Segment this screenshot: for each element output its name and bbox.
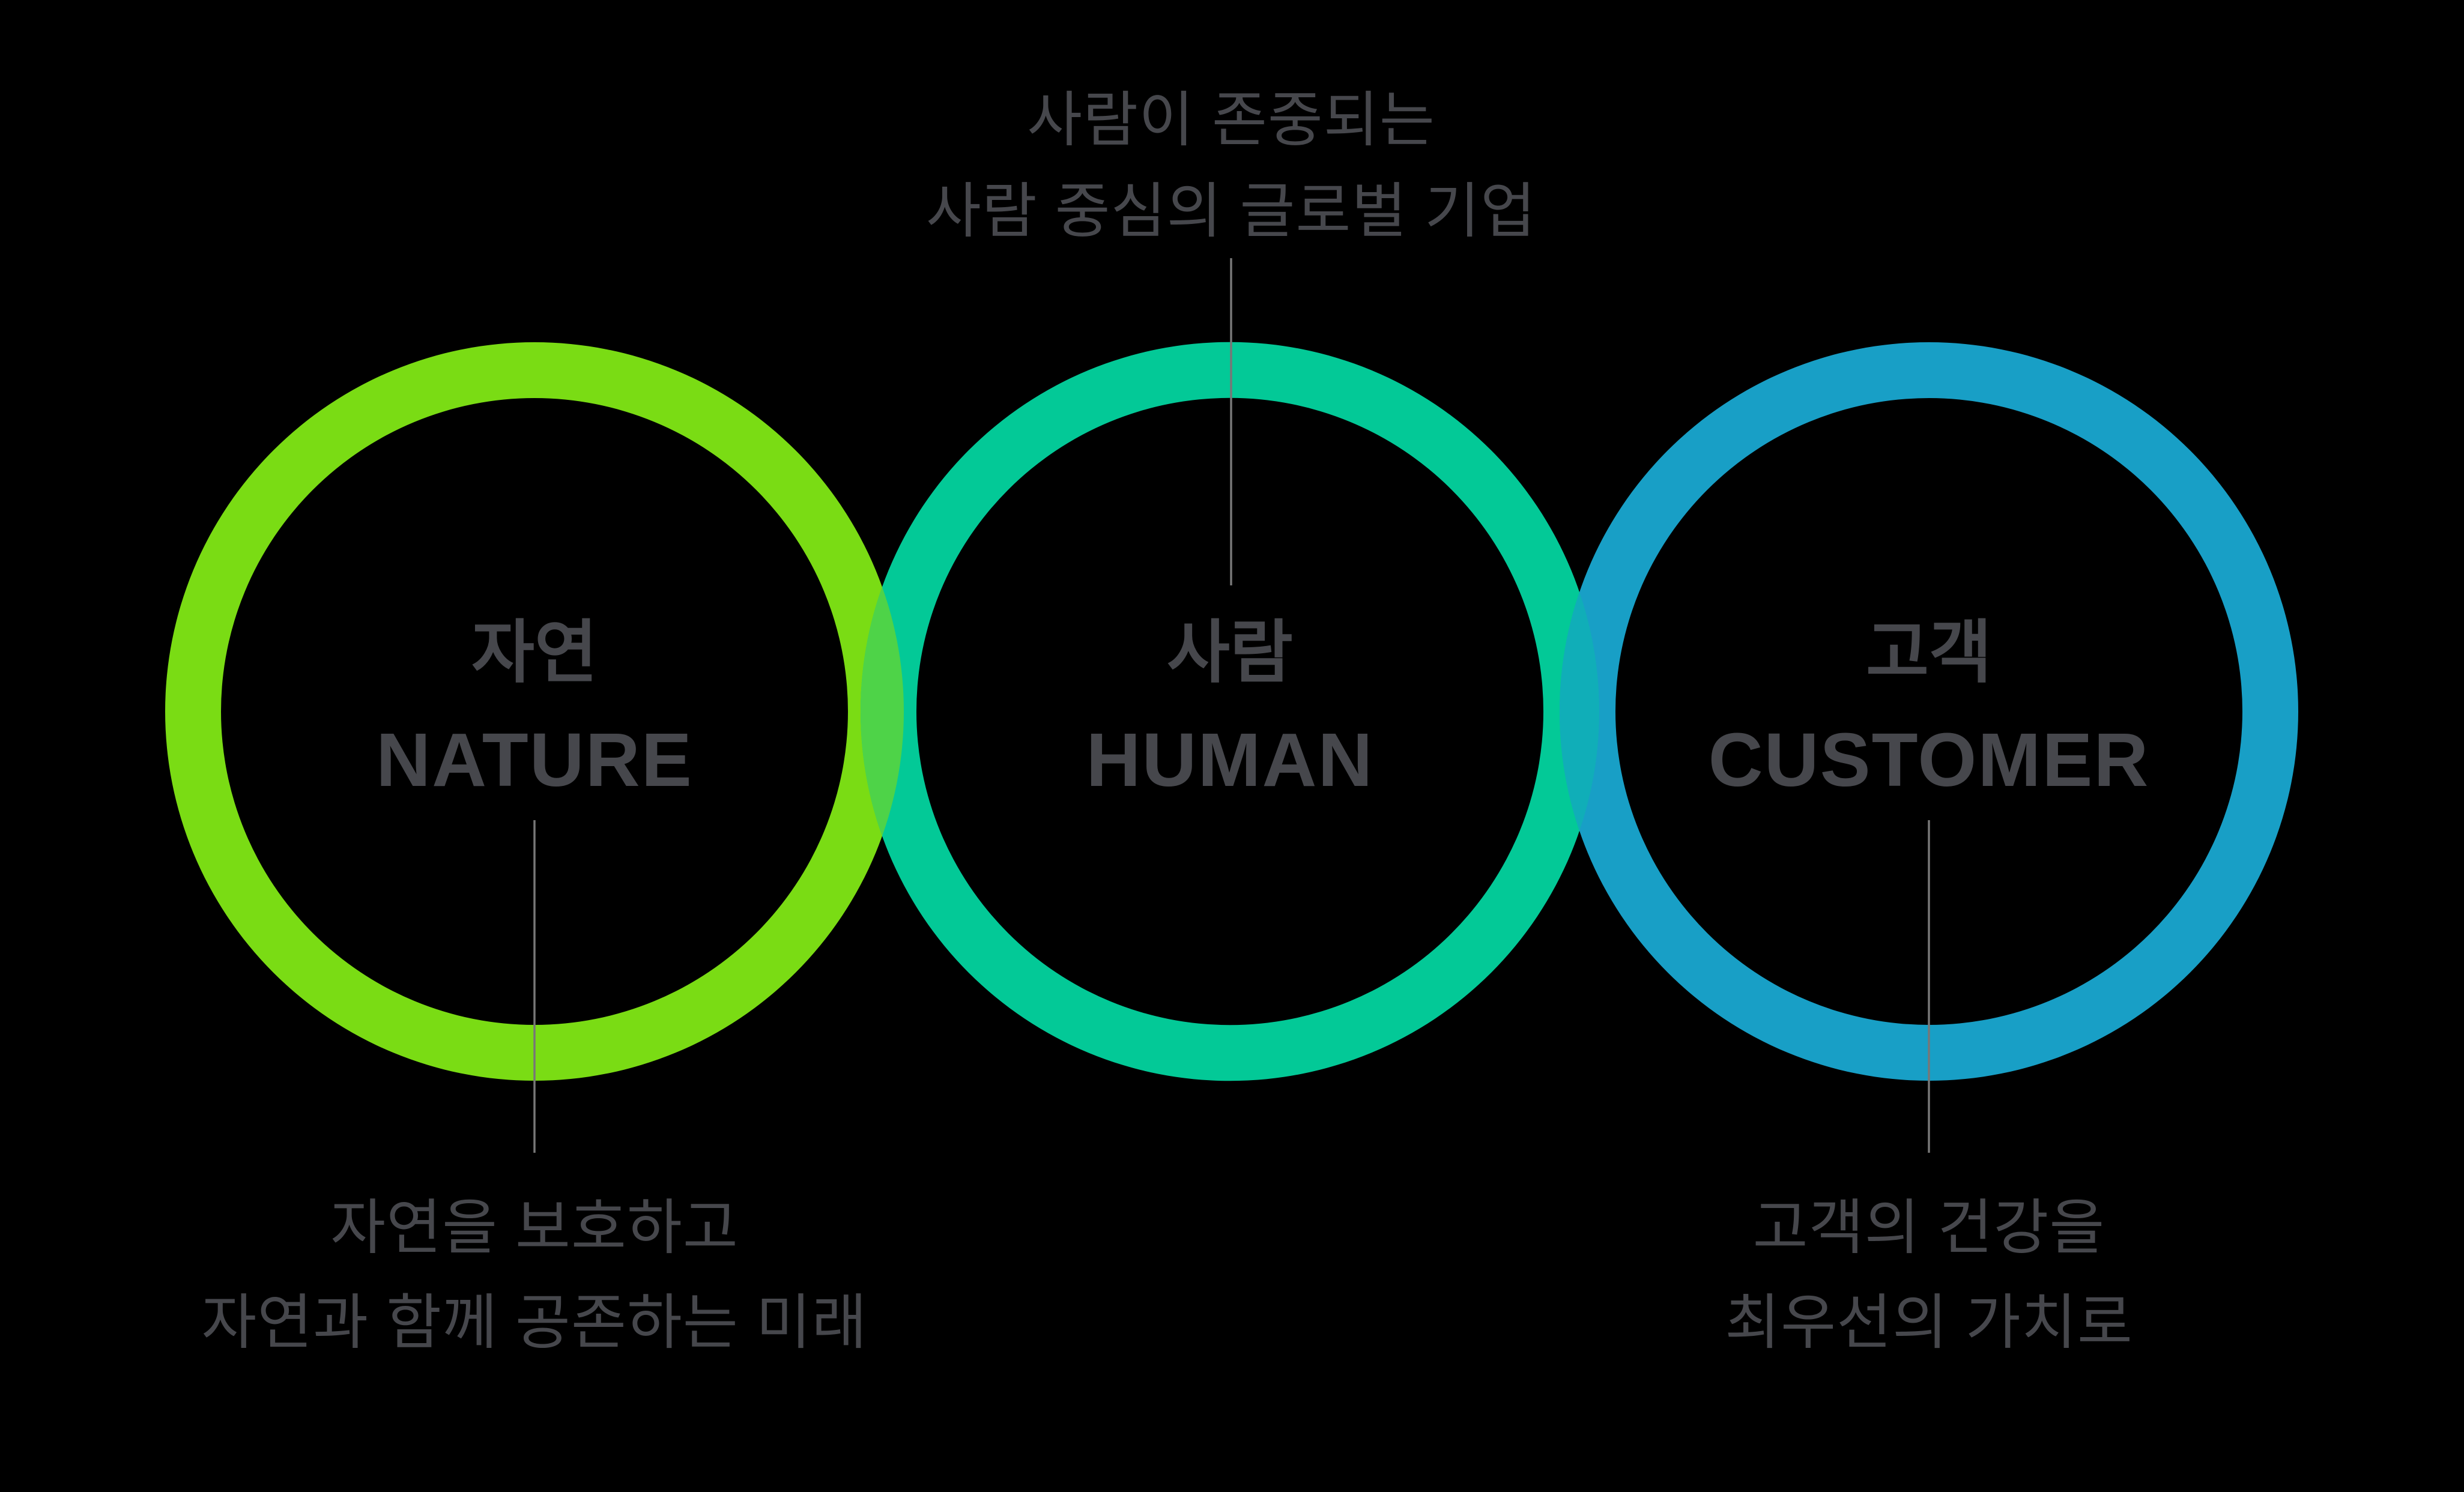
nature-annotation: 자연을 보호하고 자연과 함께 공존하는 미래 xyxy=(114,1180,955,1370)
human-label-ko: 사람 xyxy=(1167,615,1293,691)
nature-label: 자연 NATURE xyxy=(234,617,835,800)
human-annotation: 사람이 존중되는 사람 중심의 글로벌 기업 xyxy=(631,74,1832,257)
human-annotation-line2: 사람 중심의 글로벌 기업 xyxy=(925,178,1537,245)
customer-annotation-line1: 고객의 건강을 xyxy=(1752,1194,2105,1261)
nature-annotation-line2: 자연과 함께 공존하는 미래 xyxy=(201,1289,868,1356)
human-annotation-line1: 사람이 존중되는 xyxy=(1027,86,1435,154)
customer-label-en: CUSTOMER xyxy=(1708,717,2150,802)
human-label: 사람 HUMAN xyxy=(930,617,1530,800)
nature-label-ko: 자연 xyxy=(471,615,598,691)
customer-annotation: 고객의 건강을 최우선의 가치로 xyxy=(1509,1180,2349,1370)
nature-label-en: NATURE xyxy=(376,717,693,802)
customer-annotation-line2: 최우선의 가치로 xyxy=(1725,1289,2133,1356)
nature-annotation-line1: 자연을 보호하고 xyxy=(330,1194,739,1261)
customer-label: 고객 CUSTOMER xyxy=(1629,617,2229,800)
customer-label-ko: 고객 xyxy=(1866,615,1992,691)
human-label-en: HUMAN xyxy=(1086,717,1374,802)
